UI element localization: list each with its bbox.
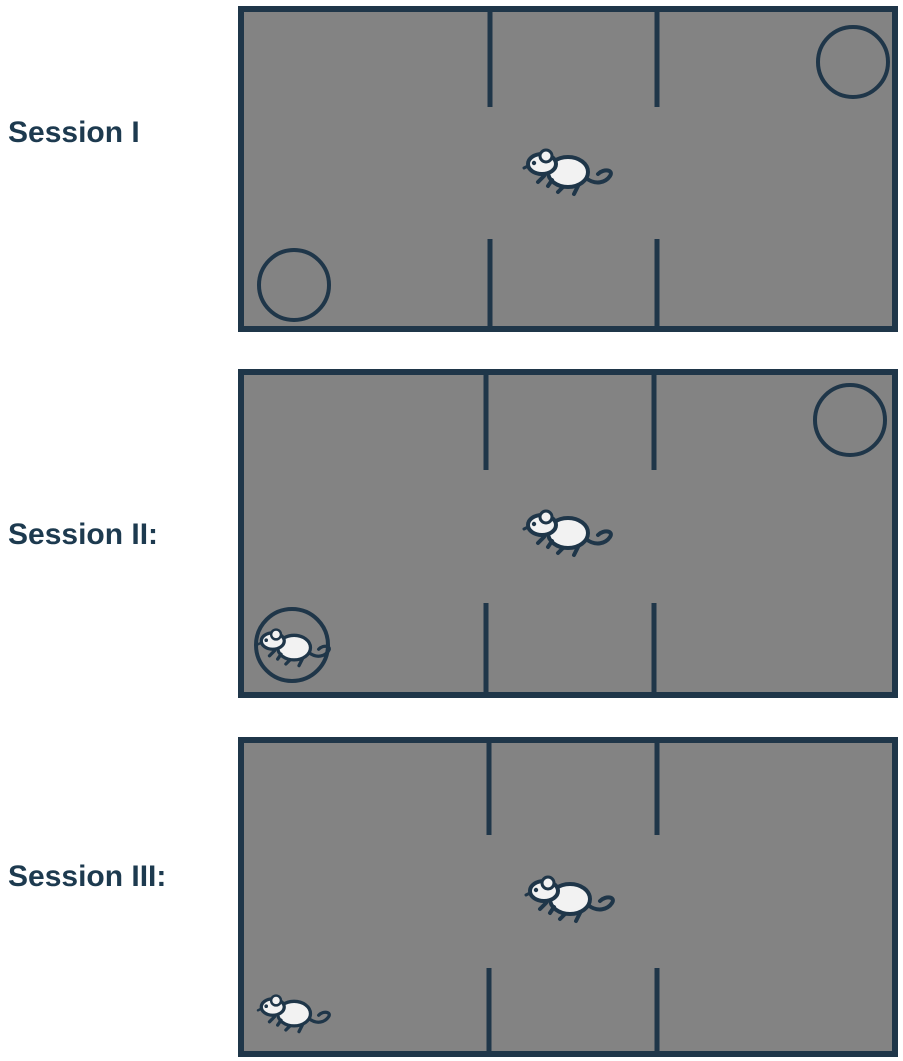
rat-icon xyxy=(524,150,611,194)
session-2-arena-drawing xyxy=(244,375,892,692)
target-circle-icon xyxy=(818,27,888,97)
rat-icon xyxy=(524,511,611,555)
rat-icon xyxy=(258,630,329,666)
target-circle-icon xyxy=(259,250,329,320)
session-3-arena xyxy=(238,737,898,1057)
rat-icon xyxy=(258,996,329,1032)
session-2-arena xyxy=(238,369,898,698)
session-1-arena xyxy=(238,6,898,332)
session-3-arena-drawing xyxy=(244,743,892,1051)
session-1-label: Session I xyxy=(8,116,140,150)
session-2-label: Session II: xyxy=(8,518,158,552)
session-1-arena-drawing xyxy=(244,12,892,326)
rat-icon xyxy=(526,877,613,921)
session-3-label: Session III: xyxy=(8,860,166,894)
target-circle-icon xyxy=(815,385,885,455)
